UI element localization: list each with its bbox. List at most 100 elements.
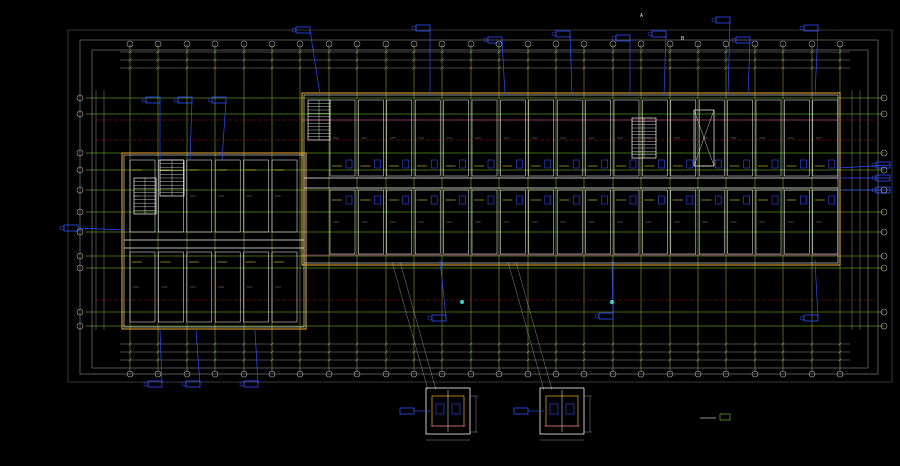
- dimension-tick: [213, 350, 217, 354]
- axis-bubble-top: [722, 40, 730, 48]
- axis-bubble-left: [76, 322, 84, 330]
- tag-circle: [594, 313, 600, 319]
- room-cell: [271, 159, 298, 233]
- bathroom-fixture: [800, 159, 807, 169]
- dimension-tick: [156, 50, 160, 54]
- axis-bubble-left: [76, 252, 84, 260]
- bathroom-fixture: [572, 195, 580, 205]
- axis-bubble-bottom: [666, 370, 674, 378]
- dimension-tick: [696, 50, 700, 54]
- dimension-tick: [781, 350, 785, 354]
- dimension-tick: [554, 342, 558, 346]
- dimension-tick: [412, 358, 416, 362]
- tag-circle: [427, 315, 433, 321]
- bathroom-fixture: [601, 159, 608, 169]
- bathroom-fixture: [686, 195, 694, 205]
- tag-circle: [239, 381, 245, 387]
- dimension-tick: [838, 342, 842, 346]
- dimension-tick: [469, 358, 473, 362]
- dimension-tick: [128, 66, 132, 70]
- dimension-tick: [639, 58, 643, 62]
- room-cell: [386, 99, 413, 177]
- dimension-tick: [298, 58, 302, 62]
- detail-fixture: [435, 403, 445, 415]
- dimension-tick: [185, 66, 189, 70]
- dimension-tick: [526, 350, 530, 354]
- dimension-tick: [611, 58, 615, 62]
- bathroom-fixture: [828, 159, 836, 169]
- tag-leader: [501, 39, 506, 96]
- dimension-tick: [753, 66, 757, 70]
- axis-bubble-left: [76, 186, 84, 194]
- left-block-inner-wall: [123, 154, 305, 328]
- axis-bubble-left: [76, 208, 84, 216]
- bathroom-fixture: [374, 195, 381, 205]
- dimension-tick: [497, 50, 501, 54]
- dimension-tick: [156, 358, 160, 362]
- dimension-tick: [810, 58, 814, 62]
- axis-bubble-bottom: [382, 370, 390, 378]
- tag-circle: [647, 31, 653, 37]
- section-lead-line: [391, 261, 429, 391]
- bathroom-fixture: [771, 159, 779, 169]
- axis-bubble-left: [76, 149, 84, 157]
- dimension-tick: [213, 66, 217, 70]
- dimension-tick: [128, 342, 132, 346]
- axis-bubble-top: [751, 40, 759, 48]
- building-walls: [121, 92, 841, 330]
- dimension-tick: [156, 66, 160, 70]
- axis-bubble-bottom: [353, 370, 361, 378]
- axis-bubble-top: [325, 40, 333, 48]
- dimension-tick: [440, 50, 444, 54]
- axis-bubble-top: [154, 40, 162, 48]
- room-cell: [443, 99, 469, 177]
- dimension-tick: [242, 50, 246, 54]
- site-boundary-line: [91, 49, 869, 369]
- dimension-tick: [213, 58, 217, 62]
- axis-bubble-left: [76, 110, 84, 118]
- axis-bubble-top: [836, 40, 844, 48]
- bathroom-fixture: [516, 195, 523, 205]
- axis-bubble-top: [580, 40, 588, 48]
- room-cell: [214, 159, 241, 233]
- dimension-tick: [412, 350, 416, 354]
- bathroom-fixture: [345, 159, 353, 169]
- dimension-tick: [469, 66, 473, 70]
- tag-circle: [59, 225, 65, 231]
- room-cell: [243, 251, 269, 323]
- axis-bubble-bottom: [694, 370, 702, 378]
- axis-bubble-top: [694, 40, 702, 48]
- tag-leader: [814, 259, 819, 319]
- bathroom-fixture: [800, 195, 807, 205]
- dimension-tick: [611, 358, 615, 362]
- tag-leader: [159, 329, 163, 385]
- tag-circle: [799, 25, 805, 31]
- axis-bubble-right: [880, 308, 888, 316]
- dimension-tick: [128, 50, 132, 54]
- dimension-tick: [611, 350, 615, 354]
- dimension-tick: [810, 358, 814, 362]
- axis-bubble-top: [666, 40, 674, 48]
- dimension-tick: [355, 58, 359, 62]
- dimension-tick: [497, 350, 501, 354]
- axis-bubble-right: [880, 94, 888, 102]
- tag-circle: [871, 162, 877, 168]
- legend-symbol: [719, 413, 731, 421]
- axis-bubble-top: [183, 40, 191, 48]
- axis-bubble-right: [880, 322, 888, 330]
- site-boundary-line: [67, 29, 893, 383]
- room-cell: [670, 189, 697, 255]
- dimension-tick: [611, 66, 615, 70]
- dimension-tick: [554, 66, 558, 70]
- site-boundary-line: [79, 39, 879, 375]
- axis-bubble-bottom: [467, 370, 475, 378]
- tag-leader: [727, 19, 731, 96]
- dimension-tick: [298, 66, 302, 70]
- tag-leader: [439, 259, 447, 319]
- room-cell: [129, 251, 156, 323]
- dimension-tick: [696, 66, 700, 70]
- room-cell: [271, 251, 298, 323]
- dimension-tick: [696, 342, 700, 346]
- dimension-tick: [526, 66, 530, 70]
- dimension-tick: [384, 342, 388, 346]
